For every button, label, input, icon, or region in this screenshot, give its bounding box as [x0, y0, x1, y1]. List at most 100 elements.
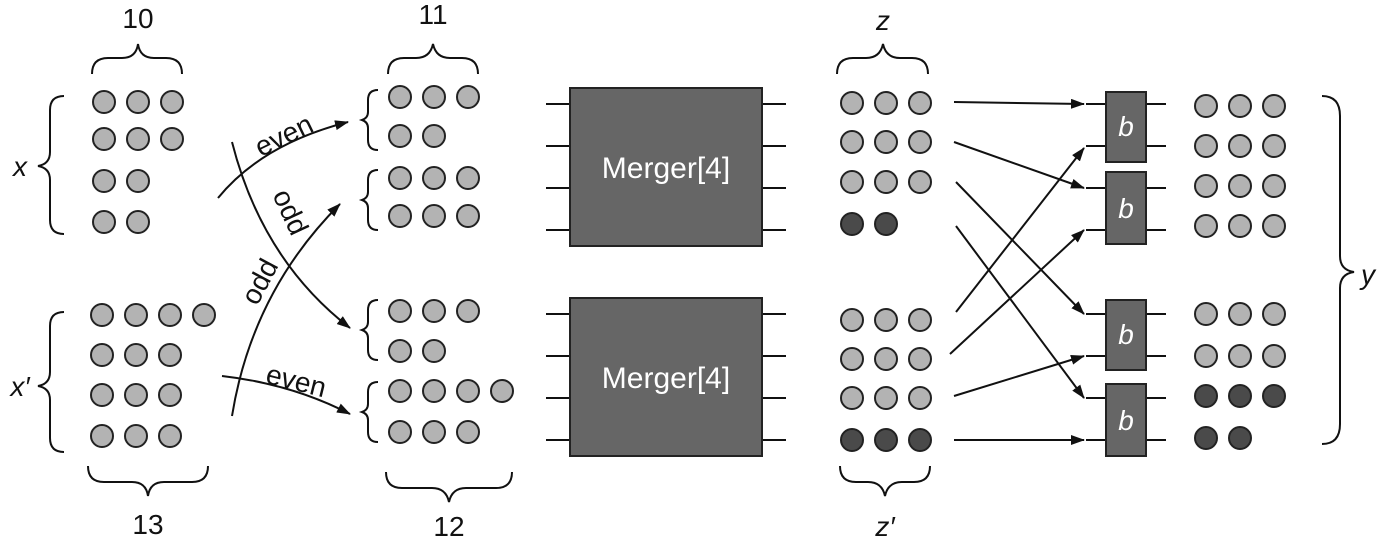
- light-token-dot: [908, 308, 932, 332]
- light-token-dot: [908, 347, 932, 371]
- light-token-dot: [456, 299, 480, 323]
- light-token-dot: [1262, 94, 1286, 118]
- label-xprime-even: even: [263, 358, 329, 403]
- light-token-dot: [1228, 214, 1252, 238]
- light-token-dot: [874, 91, 898, 115]
- light-token-dot: [1194, 174, 1218, 198]
- arrow-x-even: [217, 120, 349, 199]
- light-token-dot: [1194, 134, 1218, 158]
- light-token-dot: [1262, 214, 1286, 238]
- light-token-dot: [422, 85, 446, 109]
- light-token-dot: [388, 379, 412, 403]
- merger-top-label: Merger[4]: [602, 152, 730, 185]
- light-token-dot: [874, 347, 898, 371]
- balancer-3-label: b: [1118, 319, 1134, 350]
- light-token-dot: [388, 166, 412, 190]
- light-token-dot: [92, 169, 116, 193]
- label-y: y: [1359, 259, 1377, 290]
- label-count-bottom-merge: 12: [433, 511, 464, 542]
- route-z2-b2: [953, 141, 1085, 189]
- brace-bottom-zprime: [839, 465, 931, 497]
- light-token-dot: [158, 303, 182, 327]
- light-token-dot: [388, 85, 412, 109]
- dark-token-dot: [908, 428, 932, 452]
- brace-left-merge-bottom-a: [358, 299, 379, 361]
- light-token-dot: [90, 424, 114, 448]
- light-token-dot: [158, 383, 182, 407]
- light-token-dot: [1194, 302, 1218, 326]
- brace-top-merge: [387, 43, 479, 75]
- light-token-dot: [840, 386, 864, 410]
- light-token-dot: [192, 303, 216, 327]
- label-z: z: [875, 5, 890, 36]
- dark-token-dot: [874, 212, 898, 236]
- light-token-dot: [422, 166, 446, 190]
- brace-left-merge-top-a: [358, 89, 379, 151]
- light-token-dot: [124, 303, 148, 327]
- route-zp2-b2: [949, 229, 1085, 355]
- arrow-x-odd: [231, 141, 351, 329]
- light-token-dot: [874, 386, 898, 410]
- light-token-dot: [126, 127, 150, 151]
- label-xprime-odd: odd: [235, 254, 284, 310]
- label-x-odd: odd: [267, 184, 315, 239]
- balancer-2: b: [1086, 171, 1166, 245]
- dark-token-dot: [1262, 384, 1286, 408]
- light-token-dot: [456, 166, 480, 190]
- merge-bottom-dot-group: [388, 299, 514, 444]
- light-token-dot: [456, 204, 480, 228]
- merger-bottom-label: Merger[4]: [602, 362, 730, 395]
- dark-token-dot: [874, 428, 898, 452]
- light-token-dot: [1228, 134, 1252, 158]
- x-dot-group: [92, 90, 184, 234]
- light-token-dot: [1228, 302, 1252, 326]
- dark-token-dot: [1228, 384, 1252, 408]
- light-token-dot: [840, 347, 864, 371]
- light-token-dot: [124, 383, 148, 407]
- light-token-dot: [874, 130, 898, 154]
- brace-left-merge-top-b: [358, 169, 379, 231]
- label-count-top-merge: 11: [418, 0, 447, 30]
- merger-bottom: Merger[4]: [546, 297, 786, 457]
- light-token-dot: [1262, 134, 1286, 158]
- brace-top-z: [836, 43, 929, 75]
- light-token-dot: [388, 339, 412, 363]
- light-token-dot: [1194, 94, 1218, 118]
- light-token-dot: [874, 308, 898, 332]
- light-token-dot: [840, 170, 864, 194]
- balancer-1: b: [1086, 91, 1166, 163]
- label-count-x: 10: [122, 3, 153, 34]
- route-zp3-b3: [953, 355, 1085, 397]
- light-token-dot: [158, 343, 182, 367]
- light-token-dot: [92, 127, 116, 151]
- dark-token-dot: [840, 212, 864, 236]
- light-token-dot: [422, 204, 446, 228]
- light-token-dot: [90, 343, 114, 367]
- light-token-dot: [92, 210, 116, 234]
- light-token-dot: [456, 420, 480, 444]
- brace-right-y: [1321, 95, 1355, 445]
- balancer-3: b: [1086, 299, 1166, 371]
- light-token-dot: [388, 204, 412, 228]
- light-token-dot: [422, 379, 446, 403]
- brace-left-xprime: [37, 311, 65, 453]
- balancer-1-label: b: [1118, 111, 1134, 142]
- route-zp1-b1: [955, 147, 1085, 313]
- light-token-dot: [1228, 344, 1252, 368]
- light-token-dot: [422, 124, 446, 148]
- light-token-dot: [908, 170, 932, 194]
- z-dot-group: [840, 91, 932, 236]
- light-token-dot: [1194, 344, 1218, 368]
- brace-bottom-xprime: [87, 465, 209, 497]
- brace-left-merge-bottom-b: [358, 381, 379, 443]
- label-x-even: even: [250, 108, 318, 162]
- route-z1-b1: [953, 98, 1085, 109]
- light-token-dot: [1194, 214, 1218, 238]
- light-token-dot: [388, 124, 412, 148]
- dark-token-dot: [1194, 426, 1218, 450]
- dark-token-dot: [840, 428, 864, 452]
- light-token-dot: [158, 424, 182, 448]
- label-x-prime: x′: [8, 371, 31, 402]
- merge-top-dot-group: [388, 85, 480, 228]
